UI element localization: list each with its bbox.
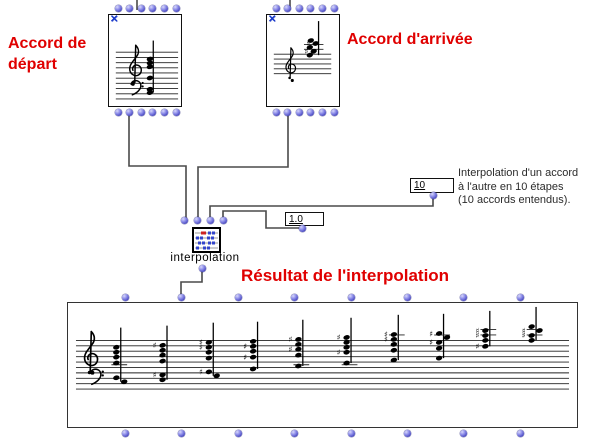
interpolation-node[interactable] bbox=[192, 227, 221, 253]
arrivee-outlet-port[interactable] bbox=[272, 108, 280, 116]
svg-text:♯: ♯ bbox=[199, 343, 203, 352]
arrivee-outlet-port[interactable] bbox=[284, 108, 292, 116]
interp-outlet-port[interactable] bbox=[199, 264, 206, 272]
svg-text:♯: ♯ bbox=[199, 338, 203, 347]
chord-box-arrivee[interactable]: ✕ ♯♯ bbox=[266, 14, 340, 107]
arrivee-inlet-port[interactable] bbox=[272, 4, 280, 12]
label-resultat: Résultat de l'interpolation bbox=[241, 266, 450, 285]
steps-value-box[interactable]: 10 bbox=[410, 178, 454, 193]
svg-text:♯: ♯ bbox=[384, 335, 388, 344]
arrivee-inlet-port[interactable] bbox=[307, 4, 315, 12]
arrivee-outlet-port[interactable] bbox=[295, 108, 303, 116]
abacus-icon bbox=[195, 231, 218, 250]
result-inlet-port[interactable] bbox=[234, 293, 242, 301]
svg-text:♯: ♯ bbox=[429, 338, 433, 347]
label-accord-depart: Accord de départ bbox=[8, 35, 87, 73]
close-icon[interactable]: ✕ bbox=[268, 14, 277, 25]
result-outlet-port[interactable] bbox=[516, 429, 524, 437]
wire-1-to-interp[interactable] bbox=[222, 210, 302, 229]
svg-text:♯: ♯ bbox=[476, 326, 480, 335]
label-accord-arrivee: Accord d'arrivée bbox=[347, 31, 473, 48]
depart-inlet-port[interactable] bbox=[137, 4, 145, 12]
svg-text:♯: ♯ bbox=[153, 341, 157, 350]
svg-text:♯: ♯ bbox=[289, 345, 293, 354]
depart-outlet-port[interactable] bbox=[149, 108, 157, 116]
arrivee-outlet-port[interactable] bbox=[307, 108, 315, 116]
wire-arrivee-to-interp[interactable] bbox=[197, 115, 289, 218]
arrivee-inlet-port[interactable] bbox=[330, 4, 338, 12]
arrivee-staff: ♯♯ bbox=[273, 21, 332, 83]
result-inlet-port[interactable] bbox=[347, 293, 355, 301]
close-icon[interactable]: ✕ bbox=[110, 14, 119, 25]
svg-text:♯: ♯ bbox=[522, 331, 526, 340]
depart-inlet-port[interactable] bbox=[114, 4, 122, 12]
depart-inlet-port[interactable] bbox=[172, 4, 180, 12]
depart-staff bbox=[115, 40, 179, 100]
result-inlet-port[interactable] bbox=[291, 293, 298, 301]
wire-interp-to-result[interactable] bbox=[180, 269, 203, 297]
interp-inlet-port[interactable] bbox=[206, 216, 214, 224]
interp-inlet-port[interactable] bbox=[180, 216, 188, 224]
svg-text:♯: ♯ bbox=[243, 342, 247, 351]
svg-text:♯: ♯ bbox=[289, 335, 293, 344]
interp-inlet-port[interactable] bbox=[193, 216, 201, 224]
svg-text:♯: ♯ bbox=[476, 342, 480, 351]
depart-inlet-port[interactable] bbox=[126, 4, 134, 12]
arrivee-outlet-port[interactable] bbox=[318, 108, 326, 116]
svg-text:♯: ♯ bbox=[304, 47, 308, 56]
svg-text:♯: ♯ bbox=[153, 371, 157, 380]
result-outlet-port[interactable] bbox=[121, 429, 129, 437]
depart-inlet-port[interactable] bbox=[160, 4, 168, 12]
wire-depart-to-interp[interactable] bbox=[128, 115, 187, 218]
result-inlet-port[interactable] bbox=[121, 293, 129, 301]
result-outlet-port[interactable] bbox=[403, 429, 411, 437]
result-staff: ♯♯♯♯♯♯♯♯♯♯♯♯♯♯♯♯♯♯♯♯ bbox=[75, 306, 570, 390]
wire-10-to-interp[interactable] bbox=[209, 197, 434, 218]
depart-outlet-port[interactable] bbox=[160, 108, 168, 116]
svg-text:♯: ♯ bbox=[243, 353, 247, 362]
depart-outlet-port[interactable] bbox=[126, 108, 134, 116]
depart-outlet-port[interactable] bbox=[114, 108, 122, 116]
svg-text:♯: ♯ bbox=[337, 333, 341, 342]
svg-text:♯: ♯ bbox=[337, 348, 341, 357]
depart-outlet-port[interactable] bbox=[137, 108, 145, 116]
result-inlet-port[interactable] bbox=[178, 293, 185, 301]
depart-inlet-port[interactable] bbox=[149, 4, 157, 12]
svg-text:♯: ♯ bbox=[199, 368, 203, 377]
svg-text:♯: ♯ bbox=[522, 326, 526, 335]
arrivee-inlet-port[interactable] bbox=[318, 4, 326, 12]
curve-outlet-port[interactable] bbox=[299, 224, 306, 232]
svg-text:♯: ♯ bbox=[306, 39, 310, 48]
result-outlet-port[interactable] bbox=[347, 429, 355, 437]
arrivee-outlet-port[interactable] bbox=[330, 108, 338, 116]
curve-value-box[interactable]: 1.0 bbox=[285, 212, 324, 226]
result-outlet-port[interactable] bbox=[234, 429, 242, 437]
svg-text:♯: ♯ bbox=[384, 330, 388, 339]
result-inlet-port[interactable] bbox=[460, 293, 467, 301]
result-outlet-port[interactable] bbox=[291, 429, 298, 437]
result-chordseq-box[interactable]: ♯♯♯♯♯♯♯♯♯♯♯♯♯♯♯♯♯♯♯♯ bbox=[67, 302, 578, 428]
result-inlet-port[interactable] bbox=[403, 293, 411, 301]
result-inlet-port[interactable] bbox=[516, 293, 524, 301]
steps-outlet-port[interactable] bbox=[429, 191, 437, 199]
svg-text:♯: ♯ bbox=[429, 329, 433, 338]
svg-text:♯: ♯ bbox=[476, 331, 480, 340]
result-outlet-port[interactable] bbox=[178, 429, 185, 437]
arrivee-inlet-port[interactable] bbox=[284, 4, 292, 12]
chord-box-depart[interactable]: ✕ bbox=[108, 14, 182, 107]
interpolation-node-label: interpolation bbox=[170, 252, 240, 264]
result-outlet-port[interactable] bbox=[460, 429, 467, 437]
depart-outlet-port[interactable] bbox=[172, 108, 180, 116]
comment-text: Interpolation d'un accord à l'autre en 1… bbox=[458, 167, 579, 206]
arrivee-inlet-port[interactable] bbox=[295, 4, 303, 12]
interp-inlet-port[interactable] bbox=[219, 216, 227, 224]
